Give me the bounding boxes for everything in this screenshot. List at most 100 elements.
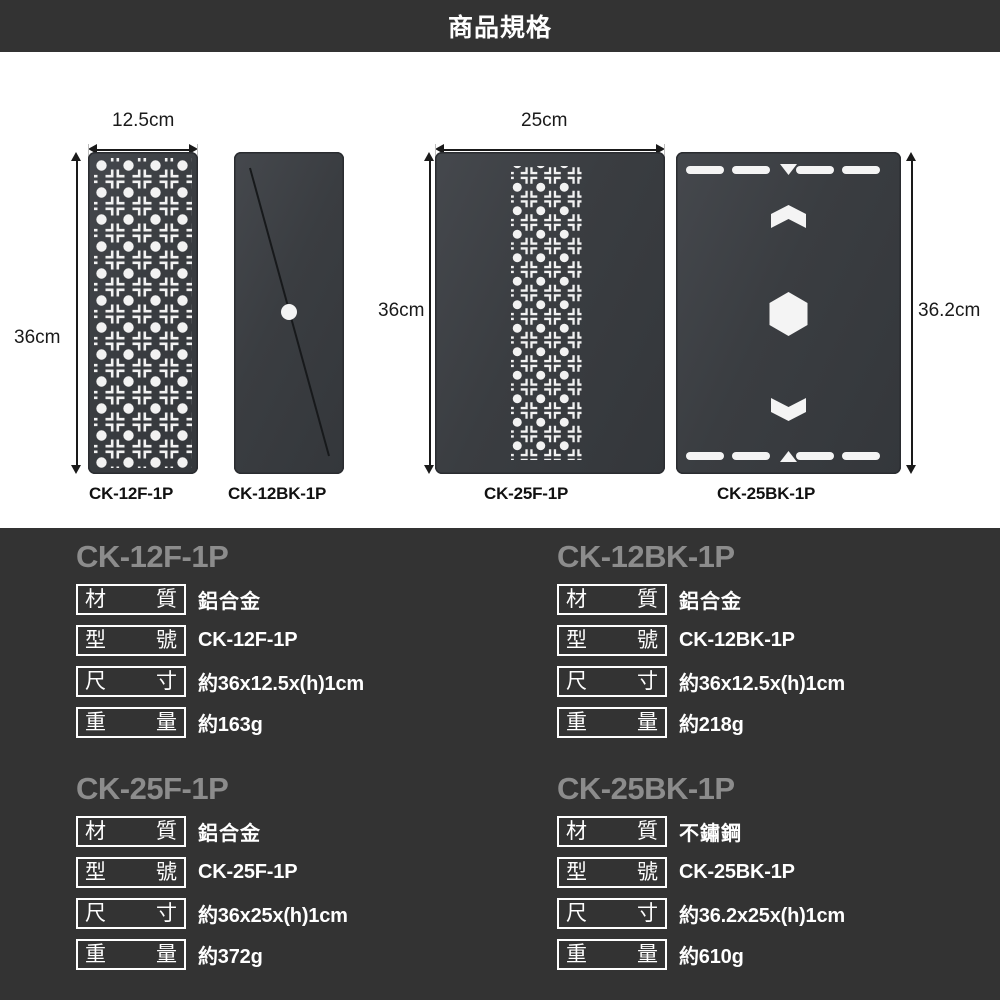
perforation-pattern-full (94, 158, 192, 468)
spec-value-material: 鋁合金 (679, 591, 742, 613)
spec-key-size: 尺 寸 (76, 666, 186, 697)
spec-row-material: 材 質 鋁合金 (64, 579, 504, 620)
spec-row-weight: 重 量 約218g (545, 702, 985, 743)
product-image-ck-25bk-1p (676, 152, 901, 474)
spec-row-weight: 重 量 約610g (545, 934, 985, 975)
spec-value-model: CK-12BK-1P (679, 629, 795, 651)
spec-value-model: CK-25BK-1P (679, 861, 795, 883)
spec-key-material: 材 質 (76, 584, 186, 615)
arrow-bar (93, 149, 193, 151)
spec-row-model: 型 號 CK-12F-1P (64, 620, 504, 661)
spec-key-weight: 重 量 (76, 707, 186, 738)
product-image-ck-12f-1p (88, 152, 198, 474)
spec-value-size: 約36x12.5x(h)1cm (679, 673, 845, 695)
spec-key-weight: 重 量 (76, 939, 186, 970)
dimension-label-height-36-mid: 36cm (378, 300, 425, 321)
spec-block-title: CK-25BK-1P (557, 771, 735, 806)
dimension-label-width-12: 12.5cm (112, 110, 175, 131)
spec-block-title: CK-25F-1P (76, 771, 229, 806)
dimension-arrow-width-12 (88, 144, 198, 155)
spec-row-weight: 重 量 約163g (64, 702, 504, 743)
spec-key-char-2: 量 (156, 943, 177, 966)
spec-block-title: CK-12F-1P (76, 539, 229, 574)
spec-value-size: 約36.2x25x(h)1cm (679, 905, 845, 927)
dimension-label-width-25: 25cm (521, 110, 568, 131)
dimension-arrow-height-36-mid (424, 152, 435, 474)
guide-line (664, 144, 666, 158)
spec-row-model: 型 號 CK-25BK-1P (545, 852, 985, 893)
plate-cutouts (686, 164, 880, 462)
spec-block-ck-12bk-1p: CK-12BK-1P 材 質 鋁合金 型 號 CK-12BK-1P (545, 540, 985, 743)
spec-key-char-1: 尺 (85, 670, 106, 693)
product-image-ck-12bk-1p (234, 152, 344, 474)
page-header: 商品規格 (0, 0, 1000, 52)
spec-row-material: 材 質 鋁合金 (545, 579, 985, 620)
spec-block-ck-25bk-1p: CK-25BK-1P 材 質 不鏽鋼 型 號 CK-25BK-1P (545, 772, 985, 975)
spec-key-char-2: 號 (156, 861, 177, 884)
spec-value-weight: 約610g (679, 946, 744, 968)
arrow-head-top-icon (906, 152, 916, 161)
spec-key-char-2: 寸 (637, 670, 658, 693)
spec-row-model: 型 號 CK-12BK-1P (545, 620, 985, 661)
arrow-head-top-icon (424, 152, 434, 161)
spec-key-char-2: 號 (637, 629, 658, 652)
spec-row-size: 尺 寸 約36x12.5x(h)1cm (545, 661, 985, 702)
spec-key-char-1: 型 (85, 861, 106, 884)
spec-key-char-1: 尺 (85, 902, 106, 925)
arrow-head-bottom-icon (906, 465, 916, 474)
spec-key-size: 尺 寸 (557, 666, 667, 697)
spec-key-char-1: 材 (566, 588, 587, 611)
arrow-head-right-icon (189, 144, 198, 154)
spec-key-material: 材 質 (557, 584, 667, 615)
guide-line (435, 144, 437, 158)
diagonal-line-and-center-hole (249, 167, 330, 457)
spec-key-char-1: 重 (566, 711, 587, 734)
arrow-head-top-icon (71, 152, 81, 161)
dimension-label-height-36-left: 36cm (14, 327, 61, 348)
spec-value-size: 約36x12.5x(h)1cm (198, 673, 364, 695)
arrow-bar (911, 157, 913, 469)
arrow-head-right-icon (656, 144, 665, 154)
spec-block-ck-25f-1p: CK-25F-1P 材 質 鋁合金 型 號 CK-25F-1P (64, 772, 504, 975)
spec-key-model: 型 號 (76, 857, 186, 888)
dimension-label-height-362-right: 36.2cm (918, 300, 981, 321)
spec-row-material: 材 質 不鏽鋼 (545, 811, 985, 852)
spec-key-material: 材 質 (76, 816, 186, 847)
dimension-arrow-height-36-left (71, 152, 82, 474)
spec-key-char-2: 量 (637, 943, 658, 966)
spec-key-char-2: 號 (156, 629, 177, 652)
spec-key-weight: 重 量 (557, 707, 667, 738)
caption-ck-12f-1p: CK-12F-1P (89, 484, 174, 503)
spec-key-char-2: 質 (637, 588, 658, 611)
dimension-arrow-height-362-right (906, 152, 917, 474)
spec-row-weight: 重 量 約372g (64, 934, 504, 975)
spec-key-char-2: 寸 (156, 902, 177, 925)
spec-key-char-2: 量 (637, 711, 658, 734)
spec-value-weight: 約372g (198, 946, 263, 968)
spec-key-char-2: 量 (156, 711, 177, 734)
spec-key-char-1: 型 (566, 629, 587, 652)
spec-block-ck-12f-1p: CK-12F-1P 材 質 鋁合金 型 號 CK-12F-1P (64, 540, 504, 743)
spec-row-size: 尺 寸 約36x25x(h)1cm (64, 893, 504, 934)
arrow-head-left-icon (435, 144, 444, 154)
spec-key-char-1: 材 (566, 820, 587, 843)
spec-key-model: 型 號 (557, 857, 667, 888)
arrow-bar (440, 149, 660, 151)
spec-key-size: 尺 寸 (76, 898, 186, 929)
spec-key-model: 型 號 (76, 625, 186, 656)
arrow-bar (76, 157, 78, 469)
spec-row-model: 型 號 CK-25F-1P (64, 852, 504, 893)
spec-value-weight: 約218g (679, 714, 744, 736)
spec-key-char-1: 重 (85, 711, 106, 734)
spec-block-title: CK-12BK-1P (557, 539, 735, 574)
spec-key-size: 尺 寸 (557, 898, 667, 929)
product-image-ck-25f-1p (435, 152, 665, 474)
spec-value-weight: 約163g (198, 714, 263, 736)
spec-value-material: 鋁合金 (198, 823, 261, 845)
arrow-head-bottom-icon (71, 465, 81, 474)
arrow-bar (429, 157, 431, 469)
spec-key-char-2: 質 (156, 588, 177, 611)
spec-row-size: 尺 寸 約36.2x25x(h)1cm (545, 893, 985, 934)
spec-key-char-2: 號 (637, 861, 658, 884)
